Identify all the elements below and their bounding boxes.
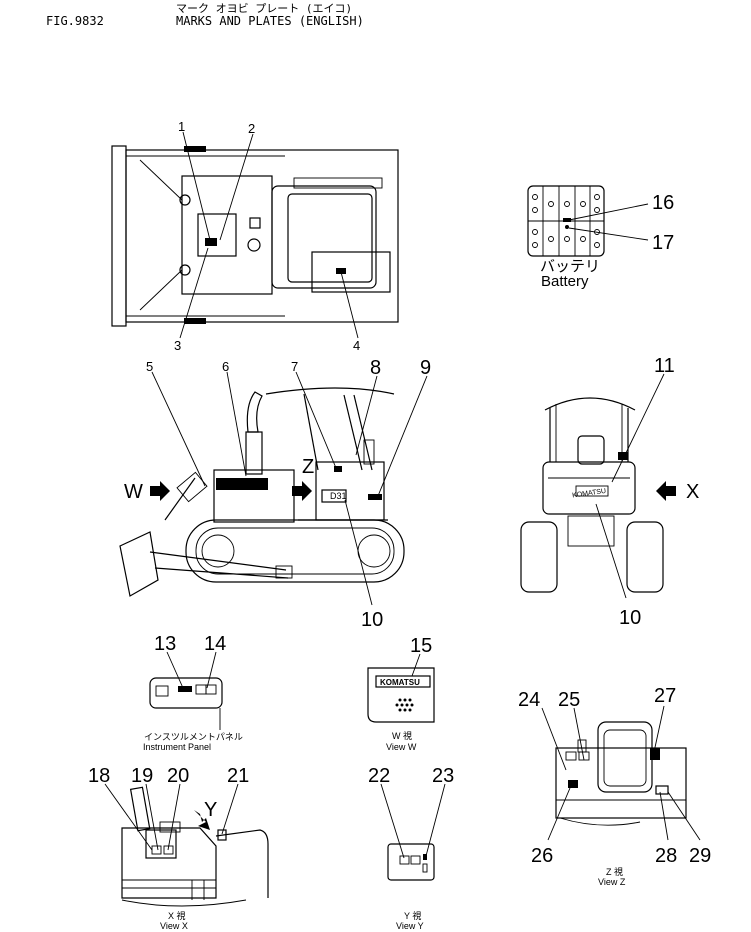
callout-18: 18 [88,765,110,787]
leader-lines-side [151,371,428,606]
view-y-arrow [194,810,210,830]
view-x-arrow [656,481,676,501]
leader-lines-view-z [541,705,701,841]
view-w-arrow [150,481,170,501]
instrument-panel-caption: Instrument Panel [143,742,211,752]
callout-16: 16 [652,192,674,214]
view-markers: W X Y Z [124,456,699,821]
rear-view-plate-text: KOMATSU [572,488,607,500]
rear-view-drawing [520,397,664,593]
diagram-title: MARKS AND PLATES (ENGLISH) [176,14,364,28]
view-y-caption: View Y [396,921,424,931]
leader-line-15 [411,653,421,677]
view-y-caption-jp: Y 視 [404,910,421,921]
callout-9: 9 [420,357,431,379]
view-x-caption: View X [160,921,188,931]
view-x-drawing [121,786,269,907]
battery-caption-jp: バッテリ [540,258,600,275]
instrument-panel-drawing [149,677,223,730]
view-y-marker: Y [204,799,217,821]
callout-2: 2 [248,121,255,136]
callout-10-rear: 10 [619,607,641,629]
callout-19: 19 [131,765,153,787]
leader-lines-battery [568,203,649,241]
view-z-marker: Z [302,456,314,478]
view-w-caption-jp: W 視 [392,730,412,741]
fig-number: FIG.9832 [46,14,104,28]
callout-28: 28 [655,845,677,867]
callout-20: 20 [167,765,189,787]
callout-25: 25 [558,689,580,711]
callout-26: 26 [531,845,553,867]
callout-14: 14 [204,633,226,655]
komatsu-rear-plate-label: KOMATSU [572,488,607,500]
callout-7: 7 [291,359,298,374]
callout-1: 1 [178,119,185,134]
view-z-caption: View Z [598,877,626,887]
view-z-caption-jp: Z 視 [606,866,623,877]
top-view-drawing [111,145,399,327]
komatsu-view-w-label: KOMATSU [380,678,420,687]
callout-23: 23 [432,765,454,787]
leader-lines-view-x [104,783,239,851]
view-x-marker: X [686,481,699,503]
side-view-plate-text: D31 [330,491,347,501]
callout-21: 21 [227,765,249,787]
callout-24: 24 [518,689,540,711]
callout-8: 8 [370,357,381,379]
model-plate-label: D31 [330,491,347,501]
leader-lines-top [179,131,359,339]
battery-caption: Battery [541,273,589,290]
view-y-drawing [387,843,435,881]
callout-11: 11 [654,355,675,377]
leader-lines-instrument [166,651,217,689]
view-w-drawing [367,667,435,723]
callout-4: 4 [353,338,360,353]
callout-5: 5 [146,359,153,374]
callout-15: 15 [410,635,432,657]
view-z-drawing [555,721,687,826]
view-z-arrow [292,481,312,501]
callout-13: 13 [154,633,176,655]
callout-6: 6 [222,359,229,374]
view-x-caption-jp: X 視 [168,910,186,921]
instrument-panel-caption-jp: インスツルメントパネル [144,732,243,742]
view-w-caption: View W [386,742,417,752]
leader-lines-rear [595,373,665,599]
callout-labels: 1 2 3 4 5 6 7 8 9 10 10 11 13 14 15 16 1… [88,119,711,867]
captions: バッテリ Battery インスツルメントパネル Instrument Pane… [143,258,626,931]
callout-22: 22 [368,765,390,787]
callout-17: 17 [652,232,674,254]
callout-3: 3 [174,338,181,353]
callout-29: 29 [689,845,711,867]
title-japanese: マーク オヨビ プレート (エイコ) [176,2,353,15]
view-w-marker: W [124,481,143,503]
leader-lines-view-y [380,783,446,859]
callout-27: 27 [654,685,676,707]
callout-10-side: 10 [361,609,383,631]
battery-drawing [527,185,605,257]
